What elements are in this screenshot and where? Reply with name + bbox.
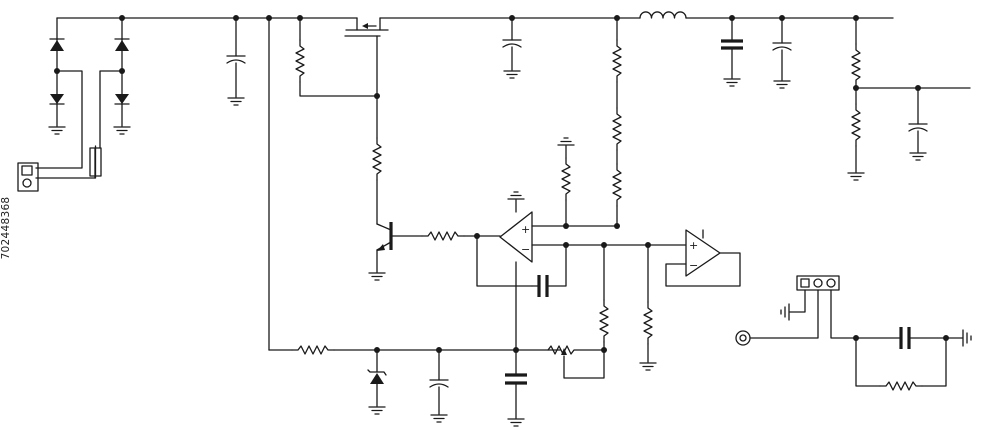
resistor-icon [291,345,335,355]
diode-icon [114,94,130,105]
left-bias-bus [266,15,561,355]
potentiometer-icon [547,345,605,379]
input-terminal-icon [17,162,39,192]
ground-icon [503,70,521,79]
resistor-icon [295,39,305,83]
diode-icon [49,38,65,51]
audio-jack-icon [735,330,751,346]
ground-icon [507,191,525,200]
ground-icon [909,152,927,161]
resistor-icon [599,299,609,343]
op-amp-1: + − [476,137,686,297]
resistor-icon [851,103,861,147]
ground-icon [227,97,245,106]
diode-icon [49,94,65,105]
ground-icon [368,406,386,415]
resistor-icon [372,137,382,181]
mosfet-switch [295,15,389,99]
opamp-plus-label: + [689,239,698,252]
output-header-icon [796,275,840,291]
resistor-icon [421,231,465,241]
ground-icon [507,418,525,427]
bottom-reference-section [367,244,609,427]
resistor-icon [879,381,923,391]
resistor-icon [612,107,622,151]
resistor-icon [612,39,622,83]
zener-diode-icon [370,373,384,384]
ground-icon [430,414,448,423]
bjt-driver [368,95,501,281]
feedback-resistor-chain [502,15,622,227]
bridge-rectifier [17,17,131,192]
resistor-icon [643,301,653,345]
resistor-icon [561,157,571,201]
opamp-minus-label: − [521,243,530,256]
ground-icon [773,80,791,89]
opamp-minus-label: − [689,259,698,272]
output-connector-section [735,275,972,391]
ground-icon [557,137,575,146]
output-divider [847,15,971,181]
resistor-icon [851,43,861,87]
ground-icon [48,126,66,135]
ground-icon [639,362,657,371]
ground-icon [113,126,131,135]
ground-icon [847,172,865,181]
output-lc-filter [639,11,792,89]
diode-icon [114,38,130,51]
resistor-icon [612,163,622,207]
op-amp-2: + − [639,229,741,371]
ground-icon [723,78,741,87]
inductor-icon [639,11,687,19]
opamp-plus-label: + [521,223,530,236]
input-filter-capacitor [119,15,246,106]
ground-icon [368,272,386,281]
